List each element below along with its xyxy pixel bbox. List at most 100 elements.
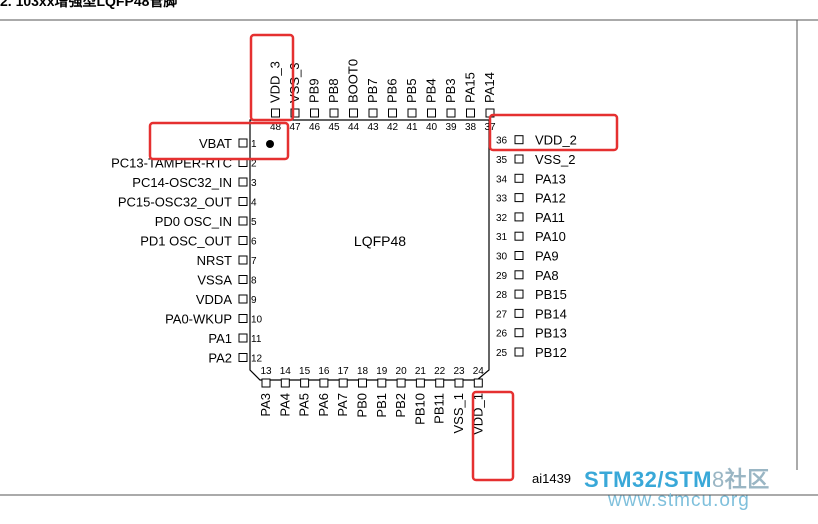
pin-number-pb2: 20 — [396, 366, 408, 377]
pin-pad-pb9 — [310, 108, 319, 118]
pin-label-pd1-osc-out: PD1 OSC_OUT — [140, 234, 232, 249]
pin-label-pa9: PA9 — [535, 249, 559, 264]
pin-number-vdd-1: 24 — [473, 366, 485, 377]
pin-label-pc14-osc32-in: PC14-OSC32_IN — [132, 175, 232, 190]
pin-label-pa7: PA7 — [335, 393, 350, 417]
pin-pad-pb1 — [377, 378, 387, 388]
pin-label-pb10: PB10 — [412, 393, 427, 425]
pin-number-pb8: 45 — [328, 122, 340, 133]
pin-label-pa15: PA15 — [463, 72, 478, 103]
pin-number-pb9: 46 — [309, 122, 321, 133]
pin-label-vss-3: VSS_3 — [287, 63, 302, 103]
pin-number-pa12: 33 — [496, 194, 508, 205]
pin-pad-pb0 — [358, 378, 367, 388]
pin-label-pb5: PB5 — [404, 78, 419, 103]
pin-label-vbat: VBAT — [199, 136, 232, 151]
pin-label-pa14: PA14 — [482, 72, 497, 103]
pin-label-pa11: PA11 — [535, 210, 565, 225]
pin-label-pb2: PB2 — [393, 393, 408, 418]
pin-pad-pa5 — [300, 378, 310, 388]
pin-number-pb11: 22 — [434, 366, 446, 377]
pin-pad-pc15-osc32-out — [238, 197, 248, 206]
pin-label-pa0-wkup: PA0-WKUP — [165, 312, 232, 327]
pin-number-pb6: 42 — [387, 122, 399, 133]
watermark-eight: 8 — [712, 467, 725, 492]
pin-pad-pa4 — [280, 378, 290, 388]
pin-label-pb11: PB11 — [432, 393, 447, 424]
pin-number-pb3: 39 — [445, 122, 457, 133]
watermark-slash: / — [657, 467, 665, 492]
pin-label-pa13: PA13 — [535, 171, 566, 186]
pin-label-pa5: PA5 — [297, 393, 312, 417]
pin-label-pb9: PB9 — [307, 78, 322, 103]
pin-pad-nrst — [238, 255, 248, 265]
pin-pad-pb10 — [415, 378, 425, 388]
pin-pad-vbat — [238, 138, 248, 148]
highlight-box-vdd-2 — [488, 113, 619, 152]
pin-number-pa7: 17 — [338, 366, 350, 377]
pin-pad-pd0-osc-in — [238, 216, 248, 226]
pin-label-boot0: BOOT0 — [346, 59, 361, 103]
pin-number-pa0-wkup: 10 — [251, 315, 263, 326]
chip-package-label: LQFP48 — [354, 233, 406, 249]
pin-number-pc15-osc32-out: 4 — [251, 198, 257, 209]
pin-pad-pb12 — [514, 347, 524, 357]
watermark-url: www.stmcu.org — [608, 490, 750, 511]
pin-label-vdda: VDDA — [196, 292, 232, 307]
pin-pad-vssa — [238, 275, 248, 284]
pin-label-pb6: PB6 — [385, 78, 400, 103]
pin-pad-pb14 — [514, 308, 524, 318]
figure-code: ai1439 — [532, 471, 571, 486]
pin-pad-pa12 — [514, 193, 524, 203]
pin-label-pb7: PB7 — [365, 78, 380, 103]
pin-number-vdd-3: 48 — [270, 122, 282, 133]
pin-number-pa5: 15 — [299, 366, 311, 377]
watermark-brand: STM32/STM8社区 — [584, 462, 816, 494]
pin-number-pb7: 43 — [367, 122, 379, 133]
pin-pad-vdd-3 — [271, 108, 280, 118]
pin-pad-pa9 — [514, 251, 524, 260]
pin-pad-pa10 — [514, 231, 524, 241]
pin-pad-pb4 — [427, 108, 436, 118]
pin-label-vdd-2: VDD_2 — [535, 133, 577, 148]
highlight-box-vdd-1 — [471, 390, 515, 482]
pin-pad-pa15 — [466, 108, 475, 118]
pin-number-pb13: 26 — [496, 329, 508, 340]
pin-pad-pa3 — [261, 378, 271, 388]
pin-label-pa1: PA1 — [208, 331, 232, 346]
pin-number-pa6: 16 — [318, 366, 330, 377]
pin-label-pb15: PB15 — [535, 287, 567, 302]
pin-number-pb1: 19 — [376, 366, 388, 377]
pin-label-pb3: PB3 — [443, 78, 458, 103]
pin-number-pa1: 11 — [251, 334, 262, 345]
pin-label-pa10: PA10 — [535, 229, 566, 244]
pin-number-pb5: 41 — [406, 122, 418, 133]
highlight-box-vdd-3 — [249, 33, 295, 122]
pin-label-vss-2: VSS_2 — [535, 152, 575, 167]
pin-number-pc14-osc32-in: 3 — [251, 178, 257, 189]
watermark-stm32: STM32 — [584, 467, 658, 492]
pin-label-pb4: PB4 — [424, 78, 439, 103]
pin-pad-pa1 — [238, 333, 248, 343]
stmcu-watermark: STM32/STM8社区 www.stmcu.org — [584, 462, 816, 512]
pin-number-pa13: 34 — [496, 174, 508, 185]
pin-number-pa11: 32 — [496, 213, 508, 224]
pin-number-pd1-osc-out: 6 — [251, 237, 257, 248]
pin-pad-pb2 — [396, 378, 406, 388]
pin-number-pb15: 28 — [496, 290, 508, 301]
pin-label-vdd-3: VDD_3 — [268, 61, 283, 103]
pin-pad-pb8 — [329, 108, 339, 118]
pin-pad-pa2 — [238, 353, 248, 362]
pin-pad-pa6 — [319, 378, 329, 388]
pin-number-boot0: 44 — [348, 122, 360, 133]
pin-number-vdd-2: 36 — [496, 136, 508, 147]
pin-label-nrst: NRST — [197, 253, 232, 268]
pin-number-pa4: 14 — [280, 366, 292, 377]
pin-number-vbat: 1 — [251, 139, 257, 150]
pin-label-pb12: PB12 — [535, 345, 567, 360]
pin-label-pc15-osc32-out: PC15-OSC32_OUT — [118, 195, 232, 210]
pin-pad-pa8 — [514, 270, 524, 280]
pin-number-pa10: 31 — [496, 232, 508, 243]
pin-pad-pb6 — [388, 108, 397, 118]
